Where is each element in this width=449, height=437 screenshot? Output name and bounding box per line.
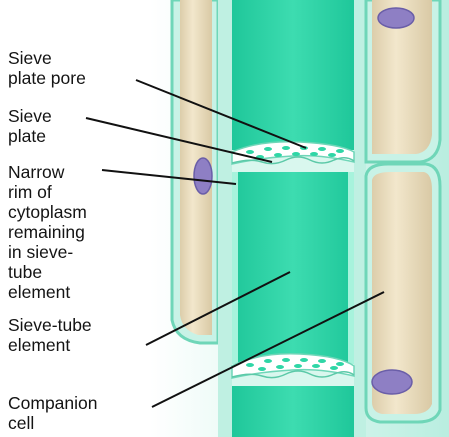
label-narrow-rim-of-cytoplasm: Narrow rim of cytoplasm remaining in sie… — [8, 162, 87, 302]
label-sieve-plate-pore: Sieve plate pore — [8, 48, 86, 88]
companion-cell — [366, 164, 440, 422]
companion-nucleus — [372, 370, 412, 394]
sieve-plate-pore — [330, 366, 338, 370]
sieve-plate-pore — [336, 149, 344, 153]
lower-sieve-tube-element — [232, 386, 354, 437]
upper-companion-cell — [366, 0, 440, 162]
sieve-plate-pore — [258, 367, 266, 371]
cytoplasm-rim-left — [232, 172, 238, 364]
sieve-plate-pore — [318, 359, 326, 363]
sieve-plate-pore — [300, 358, 308, 362]
left-nucleus — [194, 158, 212, 194]
sieve-plate-pore — [264, 147, 272, 151]
upper-companion-nucleus — [378, 8, 414, 28]
sieve-plate-pore — [312, 364, 320, 368]
label-sieve-tube-element: Sieve-tube element — [8, 315, 92, 355]
label-companion-cell: Companion cell — [8, 393, 98, 433]
sieve-plate-pore — [246, 150, 254, 154]
label-sieve-plate: Sieve plate — [8, 106, 52, 146]
sieve-plate-pore — [282, 146, 290, 150]
sieve-plate-pore — [292, 152, 300, 156]
left-parenchyma-cell — [172, 0, 218, 343]
upper-sieve-tube-element — [232, 0, 354, 150]
sieve-plate-pore — [274, 153, 282, 157]
sieve-plate-pore — [294, 364, 302, 368]
sieve-plate-pore — [318, 147, 326, 151]
sieve-plate-pore — [276, 365, 284, 369]
sieve-plate-pore — [246, 363, 254, 367]
sieve-plate-pore — [264, 359, 272, 363]
sieve-plate-pore — [282, 358, 290, 362]
sieve-plate-pore — [310, 152, 318, 156]
cytoplasm-rim-right — [348, 172, 354, 364]
sieve-plate-pore — [328, 153, 336, 157]
sieve-plate-pore — [336, 362, 344, 366]
middle-sieve-tube-element — [232, 172, 354, 364]
